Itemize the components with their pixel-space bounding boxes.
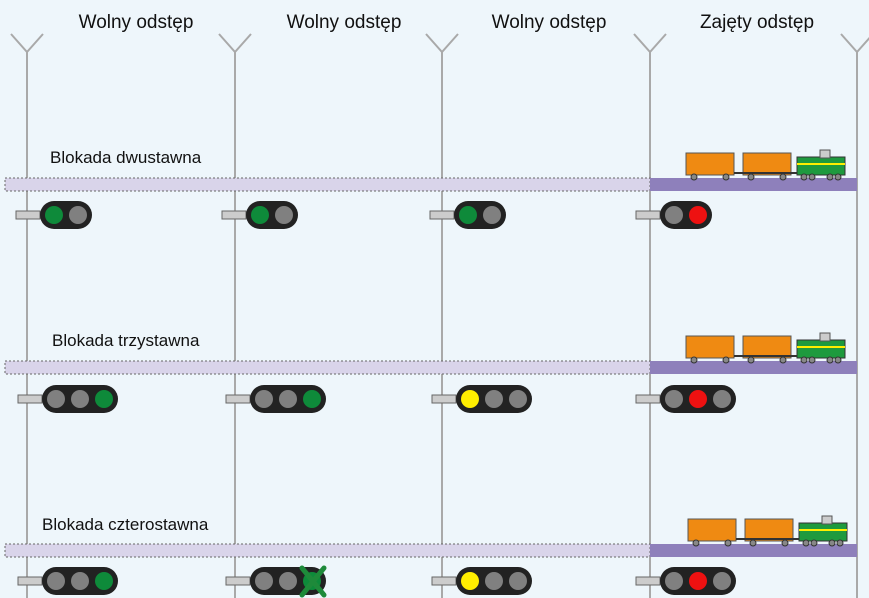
signal <box>635 201 712 229</box>
signal <box>225 565 327 598</box>
signal <box>15 201 92 229</box>
signal-lamp <box>71 572 89 590</box>
row-dwustawna: Blokada dwustawna <box>4 148 857 229</box>
row-title: Blokada trzystawna <box>52 331 200 350</box>
signal-lamp <box>69 206 87 224</box>
row-czterostawna: Blokada czterostawna <box>4 515 857 598</box>
signal-lamp <box>279 572 297 590</box>
signal-lamp <box>483 206 501 224</box>
section-header: Wolny odstęp <box>492 12 607 33</box>
train <box>685 332 846 364</box>
pole <box>840 33 869 598</box>
signal <box>17 385 118 413</box>
train <box>685 149 846 181</box>
signal <box>225 385 326 413</box>
train <box>687 515 848 547</box>
signal <box>431 385 532 413</box>
signal-lamp <box>665 390 683 408</box>
signal <box>635 385 736 413</box>
track-occupied <box>650 361 857 374</box>
signal <box>429 201 506 229</box>
track-occupied <box>650 178 857 191</box>
signal-lamp <box>665 572 683 590</box>
signal-lamp <box>303 390 321 408</box>
section-header: Wolny odstęp <box>287 12 402 33</box>
signal-lamp <box>47 572 65 590</box>
track-free <box>4 177 651 192</box>
signal-lamp <box>461 572 479 590</box>
signal-lamp <box>509 572 527 590</box>
signal-lamp <box>255 390 273 408</box>
section-header: Zajęty odstęp <box>700 12 814 33</box>
signal-lamp <box>95 390 113 408</box>
signal-lamp <box>689 206 707 224</box>
signal-lamp <box>47 390 65 408</box>
signal <box>431 567 532 595</box>
pole <box>425 33 459 598</box>
pole <box>633 33 667 598</box>
signal <box>635 567 736 595</box>
signal-lamp <box>255 572 273 590</box>
signal-lamp <box>45 206 63 224</box>
signal-lamp <box>461 390 479 408</box>
track-free <box>4 360 651 375</box>
pole <box>218 33 252 598</box>
signal-lamp <box>71 390 89 408</box>
signal-lamp <box>275 206 293 224</box>
section-header: Wolny odstęp <box>79 12 194 33</box>
row-title: Blokada czterostawna <box>42 515 209 534</box>
poles <box>10 33 869 598</box>
row-trzystawna: Blokada trzystawna <box>4 331 857 413</box>
signal-lamp <box>279 390 297 408</box>
signal-lamp <box>509 390 527 408</box>
signal-lamp <box>485 572 503 590</box>
cross-mark-icon <box>299 565 327 598</box>
signal-lamp <box>689 572 707 590</box>
row-title: Blokada dwustawna <box>50 148 202 167</box>
signal-lamp <box>665 206 683 224</box>
signal-lamp <box>459 206 477 224</box>
pole <box>10 33 44 598</box>
signal-lamp <box>689 390 707 408</box>
signal-lamp <box>485 390 503 408</box>
signal-lamp <box>95 572 113 590</box>
track-occupied <box>650 544 857 557</box>
signal <box>17 567 118 595</box>
signal-lamp <box>713 572 731 590</box>
signal-lamp <box>251 206 269 224</box>
track-free <box>4 543 651 558</box>
signal-lamp <box>713 390 731 408</box>
signal <box>221 201 298 229</box>
section-headers: Wolny odstęp Wolny odstęp Wolny odstęp Z… <box>79 12 814 33</box>
